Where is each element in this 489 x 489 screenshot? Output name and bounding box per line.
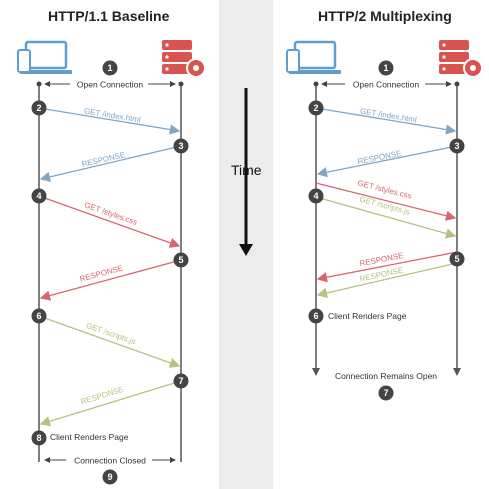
left-open-connection-label: Open Connection	[77, 80, 143, 90]
left-step-4-circle	[31, 188, 47, 204]
right-msg-3-line	[315, 182, 457, 221]
left-closed-arrow-a	[44, 457, 50, 463]
left-msg-4-line	[39, 259, 182, 301]
left-step-2-circle	[31, 100, 47, 116]
left-msg-6-line	[39, 380, 182, 427]
right-msg-2-label: RESPONSE	[357, 149, 402, 166]
left-msg-3-line	[38, 195, 181, 248]
right-open-arrow-a	[321, 81, 327, 87]
right-msg-1-line	[315, 107, 457, 135]
right-step-7-number: 7	[383, 388, 388, 398]
left-msg-1-line	[38, 107, 181, 135]
left-step-3-circle	[173, 138, 189, 154]
left-msg-5-line	[38, 315, 181, 368]
left-msg-4-label: RESPONSE	[79, 263, 124, 283]
left-step-5-number: 5	[178, 255, 183, 265]
right-client-dot	[313, 81, 319, 87]
right-step-5-circle	[449, 251, 465, 267]
left-step-7-circle	[173, 373, 189, 389]
right-step-5-number: 5	[454, 254, 459, 264]
right-step-3-number: 3	[454, 141, 459, 151]
right-step-6-circle	[308, 308, 324, 324]
left-step-6-circle	[31, 308, 47, 324]
left-step-4-number: 4	[36, 191, 41, 201]
left-step-1-number: 1	[107, 63, 112, 73]
client-device-icon	[17, 40, 72, 74]
left-client-dot	[36, 81, 42, 87]
left-closed-arrow-b	[170, 457, 176, 463]
left-msg-3-label: GET /styles.css	[83, 200, 138, 227]
right-step-2-number: 2	[313, 103, 318, 113]
right-client-lifeline-end	[312, 368, 320, 376]
right-title: HTTP/2 Multiplexing	[318, 8, 452, 24]
left-open-arrow-a	[44, 81, 50, 87]
left-step-8-number: 8	[36, 433, 41, 443]
left-step-6-number: 6	[36, 311, 41, 321]
left-step-5-circle	[173, 252, 189, 268]
right-msg-5-line	[316, 251, 458, 283]
right-client-renders-label: Client Renders Page	[328, 311, 407, 321]
server-gear-icon	[162, 40, 206, 78]
left-step-3-number: 3	[178, 141, 183, 151]
right-step-4-circle	[308, 188, 324, 204]
right-step-1-number: 1	[383, 63, 388, 73]
left-server-dot	[178, 81, 184, 87]
left-connection-closed-label: Connection Closed	[74, 456, 146, 466]
left-step-8-circle	[31, 430, 47, 446]
left-msg-1-label: GET /index.html	[83, 107, 141, 125]
left-step-7-number: 7	[178, 376, 183, 386]
right-step-6-number: 6	[313, 311, 318, 321]
left-open-arrow-b	[170, 81, 176, 87]
right-step-4-number: 4	[313, 191, 318, 201]
right-step-2-circle	[308, 100, 324, 116]
client-device-icon-right	[286, 40, 341, 74]
right-msg-1-label: GET /index.html	[359, 107, 417, 125]
left-msg-5-label: GET /scripts.js	[85, 321, 137, 346]
time-arrow-head	[239, 244, 253, 256]
left-step-9-circle	[102, 469, 118, 485]
left-step-2-number: 2	[36, 103, 41, 113]
right-open-arrow-b	[446, 81, 452, 87]
right-server-dot	[454, 81, 460, 87]
right-connection-remains-label: Connection Remains Open	[335, 371, 437, 381]
left-client-renders-label: Client Renders Page	[50, 432, 129, 442]
right-open-connection-label: Open Connection	[353, 80, 419, 90]
server-gear-icon-right	[439, 40, 483, 78]
right-msg-2-line	[316, 145, 458, 178]
left-step-1-circle	[102, 60, 118, 76]
left-step-9-number: 9	[107, 472, 112, 482]
right-msg-6-line	[316, 262, 458, 299]
right-step-7-circle	[378, 385, 394, 401]
left-msg-2-label: RESPONSE	[81, 150, 126, 169]
right-msg-4-line	[315, 196, 457, 239]
left-msg-2-line	[39, 145, 182, 182]
left-msg-6-label: RESPONSE	[80, 385, 125, 407]
right-step-1-circle	[378, 60, 394, 76]
right-server-lifeline-end	[453, 368, 461, 376]
left-title: HTTP/1.1 Baseline	[48, 8, 170, 24]
right-step-3-circle	[449, 138, 465, 154]
